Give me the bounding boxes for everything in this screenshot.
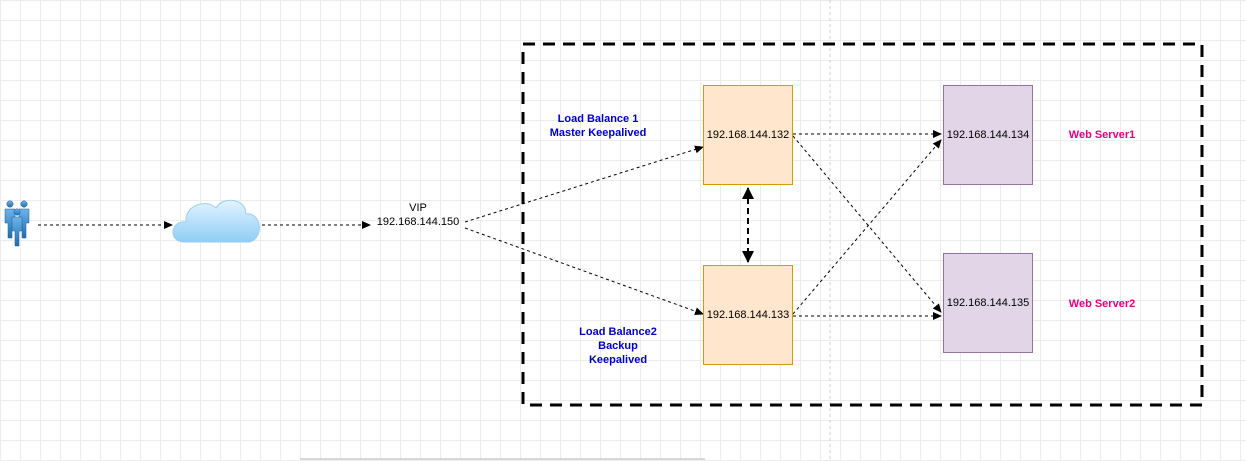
lb1-caption-line: Load Balance 1 xyxy=(557,113,639,125)
lb2-ip: 192.168.144.133 xyxy=(706,309,790,321)
ws2-node[interactable]: 192.168.144.135 xyxy=(943,253,1033,353)
lb2-node[interactable]: 192.168.144.133 xyxy=(703,265,793,365)
lb1-ip: 192.168.144.132 xyxy=(706,129,790,141)
lb1-node[interactable]: 192.168.144.132 xyxy=(703,85,793,185)
lb1-caption: Load Balance 1 Master Keepalived xyxy=(538,112,658,140)
lb1-caption-line: Master Keepalived xyxy=(549,127,647,139)
lb2-caption-line: Keepalived xyxy=(588,354,648,366)
ws2-ip: 192.168.144.135 xyxy=(946,297,1030,309)
edge-lb1-to-ws2[interactable] xyxy=(792,135,942,313)
edge-vip-to-lb2[interactable] xyxy=(464,227,704,316)
cloud-icon[interactable] xyxy=(172,199,260,243)
edge-lb2-to-ws1[interactable] xyxy=(792,139,942,315)
lb2-caption-line: Backup xyxy=(598,340,638,352)
ws1-ip: 192.168.144.134 xyxy=(946,129,1030,141)
lb2-caption-line: Load Balance2 xyxy=(579,326,657,338)
vip-label: VIP 192.168.144.150 xyxy=(368,201,468,229)
ws1-node[interactable]: 192.168.144.134 xyxy=(943,85,1033,185)
edge-vip-to-lb1[interactable] xyxy=(464,145,704,223)
vip-title: VIP xyxy=(409,202,427,214)
lb2-caption: Load Balance2 Backup Keepalived xyxy=(558,325,678,367)
users-icon[interactable] xyxy=(4,200,30,247)
ws2-caption: Web Server2 xyxy=(1068,298,1136,310)
vip-ip: 192.168.144.150 xyxy=(376,216,460,228)
ws1-caption: Web Server1 xyxy=(1068,129,1136,141)
